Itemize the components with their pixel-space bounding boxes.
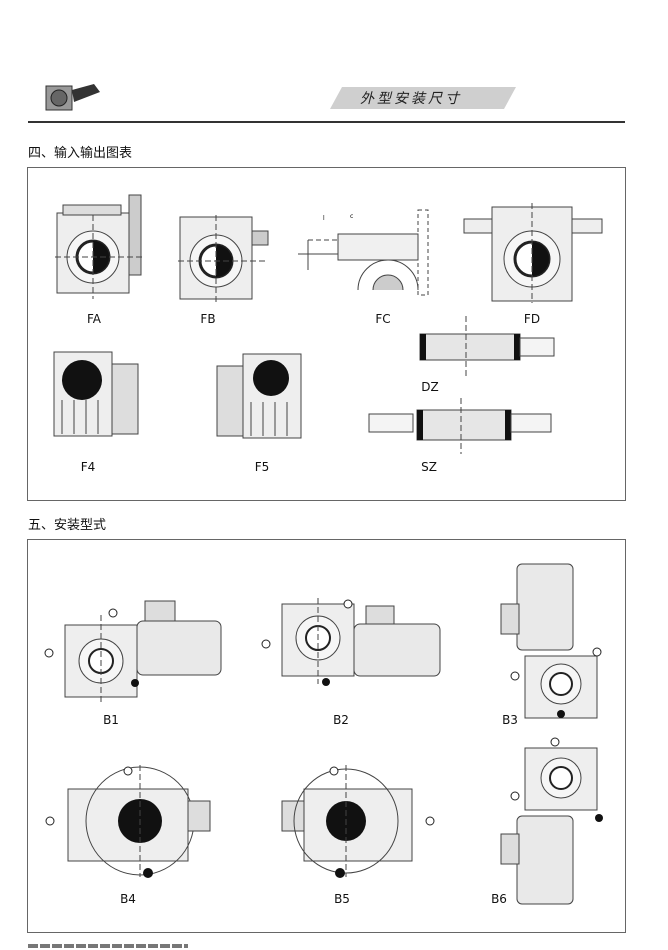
b4-drawing (45, 765, 211, 878)
label-fc: FC (375, 312, 391, 326)
label-fa: FA (86, 312, 101, 326)
label-fd: FD (523, 312, 541, 326)
b1-drawing (44, 600, 222, 703)
b3-drawing (500, 563, 602, 719)
svg-text:c: c (350, 213, 353, 220)
label-f5: F5 (254, 460, 270, 474)
dz-drawing (419, 316, 555, 378)
label-fb: FB (200, 312, 216, 326)
label-b6: B6 (491, 892, 507, 906)
label-b2: B2 (333, 713, 349, 727)
section-title-mount: 五、安装型式 (28, 518, 107, 533)
fa-drawing (55, 194, 143, 299)
label-f4: F4 (80, 460, 96, 474)
header-rule (28, 121, 625, 123)
vent-plug-icon (108, 608, 118, 618)
title-banner (330, 87, 516, 109)
label-sz: SZ (421, 460, 437, 474)
b6-drawing (500, 737, 603, 905)
label-b5: B5 (334, 892, 350, 906)
sz-drawing (368, 398, 552, 454)
section-title-io: 四、输入输出图表 (28, 146, 133, 161)
logo-gearbox-icon (44, 82, 102, 112)
oil-drain-icon (44, 648, 54, 658)
label-b3: B3 (502, 713, 518, 727)
fd-drawing (463, 203, 603, 303)
f5-drawing (216, 353, 302, 439)
label-b1: B1 (103, 713, 119, 727)
label-b4: B4 (120, 892, 136, 906)
footer-decoration (28, 944, 188, 948)
fb-drawing (178, 215, 269, 303)
page-title: 外型安装尺寸 (360, 91, 462, 107)
svg-text:l: l (323, 215, 325, 222)
fc-drawing: l c (298, 209, 429, 296)
f4-drawing (53, 351, 139, 437)
label-dz: DZ (421, 380, 439, 394)
b5-drawing (281, 765, 435, 878)
oil-level-icon (131, 679, 139, 687)
b2-drawing (261, 598, 441, 686)
